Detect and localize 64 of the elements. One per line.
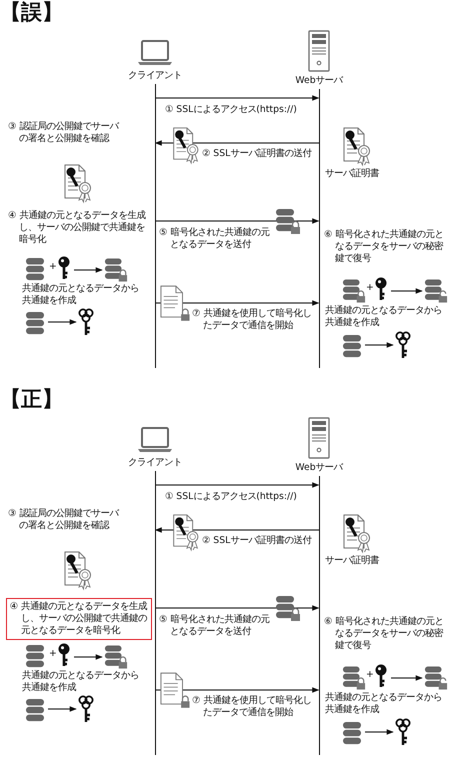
key-icon <box>57 256 71 280</box>
edge-label: ⑤ 暗号化された共通鍵の元となるデータを送付 <box>159 227 270 252</box>
keys-icon <box>78 308 94 336</box>
arrow <box>390 288 423 294</box>
edge-label: ② SSLサーバ証明書の送付 <box>202 148 313 160</box>
edge-label: ⑦ 共通鍵を使用して暗号化したデータで通信を開始 <box>192 695 312 720</box>
arrow <box>154 527 320 533</box>
participant-label: Webサーバ <box>294 75 344 88</box>
database-icon <box>25 257 45 281</box>
unlocked-database-icon <box>424 278 448 304</box>
arrow <box>74 654 103 660</box>
arrow <box>74 267 103 273</box>
plus-sign: + <box>366 669 374 682</box>
keys-icon <box>395 718 411 746</box>
arrow <box>48 706 77 712</box>
arrow <box>364 342 394 348</box>
edge-label: ① SSLによるアクセス(https://) <box>165 491 297 504</box>
arrow <box>364 729 394 735</box>
locked-database-icon <box>342 665 366 691</box>
edge-label: ⑤ 暗号化された共通鍵の元となるデータを送付 <box>159 614 270 638</box>
unlocked-database-icon <box>424 665 448 691</box>
key-icon <box>374 664 388 688</box>
step-text: ③ 認証局の公開鍵でサーバの署名と公開鍵を確認 <box>8 121 120 146</box>
arrow <box>154 605 320 611</box>
arrow <box>154 482 320 488</box>
locked-database-icon <box>104 644 128 670</box>
caption: サーバ証明書 <box>325 555 379 568</box>
database-icon <box>25 644 45 668</box>
arrow <box>48 319 77 325</box>
step-text: 共通鍵の元となるデータから共通鍵を作成 <box>325 692 443 716</box>
arrow <box>154 218 320 224</box>
arrow <box>154 140 320 146</box>
locked-database-icon <box>104 257 128 283</box>
step-text: ⑥ 暗号化された共通鍵の元となるデータをサーバの秘密鍵で復号 <box>324 616 444 652</box>
plus-sign: + <box>49 648 57 660</box>
keys-icon <box>78 695 94 723</box>
participant-label: クライアント <box>127 70 183 82</box>
database-icon <box>342 334 362 358</box>
edge-label: ⑦ 共通鍵を使用して暗号化したデータで通信を開始 <box>192 308 312 332</box>
step-text: 共通鍵の元となるデータから共通鍵を作成 <box>22 670 140 694</box>
key-icon <box>57 643 71 667</box>
caption: サーバ証明書 <box>325 168 379 180</box>
highlighted-step-box: ④ 共通鍵の元となるデータを生成し、サーバの公開鍵で共通鍵の元となるデータを暗号化 <box>6 598 152 640</box>
plus-sign: + <box>49 261 57 274</box>
participant-label: クライアント <box>127 457 183 470</box>
database-icon <box>25 311 45 335</box>
step-text: 共通鍵の元となるデータから共通鍵を作成 <box>22 283 140 308</box>
participant-label: Webサーバ <box>294 462 344 474</box>
edge-label: ① SSLによるアクセス(https://) <box>165 104 297 116</box>
database-icon <box>25 698 45 722</box>
plus-sign: + <box>366 282 374 294</box>
keys-icon <box>395 331 411 359</box>
step-text: ⑥ 暗号化された共通鍵の元となるデータをサーバの秘密鍵で復号 <box>324 229 444 266</box>
arrow <box>390 675 423 681</box>
database-icon <box>342 721 362 745</box>
step-text: 共通鍵の元となるデータから共通鍵を作成 <box>325 305 443 330</box>
heading: 【正】 <box>0 389 63 410</box>
edge-label: ② SSLサーバ証明書の送付 <box>202 535 313 548</box>
arrow <box>154 95 320 101</box>
step-text: ④ 共通鍵の元となるデータを生成し、サーバの公開鍵で共通鍵を暗号化 <box>8 210 147 246</box>
key-icon <box>374 277 388 301</box>
heading: 【誤】 <box>0 2 63 23</box>
locked-database-icon <box>342 278 366 304</box>
step-text: ③ 認証局の公開鍵でサーバの署名と公開鍵を確認 <box>8 508 120 532</box>
